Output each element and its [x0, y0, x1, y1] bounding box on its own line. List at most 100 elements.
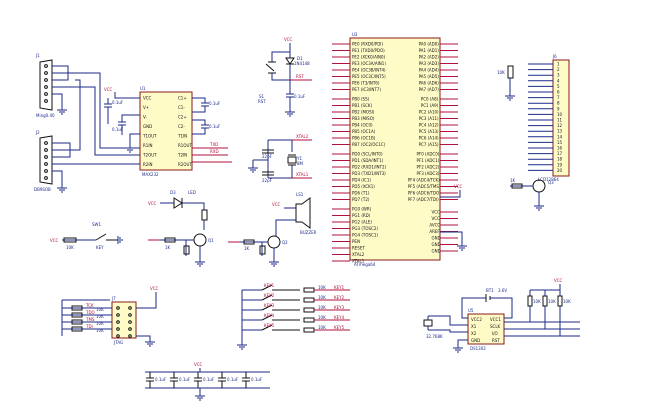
led-indicator-d3[interactable]: VCC D3 LED	[148, 190, 208, 230]
key-switch	[261, 294, 300, 301]
lcd-pin-num: 16	[557, 146, 563, 151]
u3-pin-left: XTAL2	[352, 252, 365, 257]
jtag-ref: J7	[111, 296, 116, 301]
buzzer-ls1[interactable]: VCC LS1 BUZZER	[272, 192, 317, 236]
transistor-q1[interactable]: Q1 1K	[148, 233, 214, 267]
u1-pin-left: GND	[143, 124, 152, 129]
key-label: KEY3	[264, 303, 275, 308]
u3-pin-left: PB5 (OC1A)	[352, 129, 376, 134]
u1-pin-left: V+	[143, 105, 149, 110]
key-label: KEY5	[264, 323, 275, 328]
lcd-pin-num: 5	[557, 84, 560, 89]
u3-pin-left: XTAL1	[352, 259, 365, 264]
u1-pin-right: C1-	[178, 105, 185, 110]
lcd-pin-num: 15	[557, 140, 563, 145]
key-switch	[261, 284, 300, 291]
r-q1: 1K	[165, 245, 171, 250]
j2-name: DB9SOB	[34, 187, 51, 192]
j1-name: Ming0.40	[36, 113, 55, 118]
decoupling-capacitor	[170, 372, 178, 388]
u1-pin-right: C2+	[178, 115, 187, 120]
u3-pin-left: PE6 (T3/INT6)	[352, 81, 380, 86]
j1-ref: J1	[35, 53, 40, 58]
lcd-contrast-pot[interactable]: 10K	[497, 65, 515, 101]
u3-pin-right: PF1 (ADC1)	[417, 158, 440, 163]
u1-pin-left: V-	[143, 115, 148, 120]
jtag-signal-label: TMS	[85, 317, 95, 322]
u3-pin-right: PA6 (AD6)	[419, 81, 440, 86]
u3-pin-right: PF7 (ADC7/TDI)	[408, 197, 439, 202]
transistor-q2[interactable]: Q2 1K	[228, 235, 288, 267]
lcd-pin-num: 19	[557, 162, 563, 167]
db9-connector-j1[interactable]: J1 Ming0.40	[35, 53, 55, 118]
db9-connector-j2[interactable]: J2 DB9SOB	[34, 130, 53, 192]
cap-u1-2: 0.1uF	[112, 127, 124, 132]
atmega64-mcu-u3[interactable]: U3 ATmega64 PE0 (RXD0/PDI)PE1 (TXD0/PDO)…	[332, 32, 458, 267]
u1-pin-right: T2IN	[177, 153, 187, 158]
svg-text:VCC2: VCC2	[471, 317, 482, 322]
lcd-pin-num: 17	[557, 151, 563, 156]
rtc-battery-bt1[interactable]: BT1 3.6V	[461, 288, 513, 319]
jtag-resistor	[71, 312, 83, 318]
u3-pin-right: PA4 (AD4)	[419, 68, 440, 73]
lcd-ref: J6	[552, 54, 557, 59]
jtag-connector-j7[interactable]: J7 JTAG	[111, 296, 137, 345]
u3-pin-left: PG2 (ALE)	[352, 220, 372, 225]
key-net-label: KEY4	[334, 315, 345, 320]
u3-pin-right: PC4 (A12)	[419, 123, 439, 128]
rtc-crystal[interactable]: 32.768K	[423, 315, 468, 339]
key-resistor	[303, 287, 315, 293]
rtc-pullups[interactable]: VCC 10K 10K 10K	[504, 278, 580, 337]
u3-pin-left: PB3 (MISO)	[352, 116, 375, 121]
decoupling-capacitor-value: 0.1uF	[155, 377, 167, 382]
u1-pin-left: R2IN	[143, 162, 153, 167]
reset-circuit[interactable]: VCC S1 RST D1 1N4148 RST 0.1uF	[258, 37, 312, 117]
rtc-ds1302-u5[interactable]: U5 DS1302 VCC2 X1 X2 GND VCC1 SCLK I/O R…	[467, 308, 505, 351]
r-q3: 1K	[510, 178, 516, 183]
key-resistor-value: 10K	[318, 325, 326, 330]
lcd-pin-num: 12	[557, 123, 563, 128]
svg-text:I/O: I/O	[492, 331, 498, 336]
lcd-pin-num: 14	[557, 134, 563, 139]
jtag-resistor-value: 10K	[96, 328, 104, 333]
lcd-connector-j6[interactable]: J6 LCD12864 1234567891011121314151617181…	[528, 54, 570, 182]
cap-xtal-1: 22pF	[262, 154, 273, 159]
svg-text:X1: X1	[471, 324, 477, 329]
u3-pin-right: GND	[432, 249, 441, 254]
u3-pin-left: PB6 (OC1B)	[352, 136, 376, 141]
u3-pin-right: PF6 (ADC6/TDO)	[408, 191, 441, 196]
u3-pin-left: PD1 (SDA/INT1)	[352, 158, 384, 163]
led-ref: D3	[170, 190, 176, 195]
u1-pin-right: R2OUT	[178, 162, 192, 167]
lcd-backlight-transistor-q3[interactable]: Q3 1K	[510, 178, 554, 211]
key-resistor	[303, 307, 315, 313]
u3-pin-right: PC6 (A14)	[419, 136, 439, 141]
cap-u1-3: 0.1uF	[209, 101, 221, 106]
lcd-pin-num: 10	[557, 112, 563, 117]
key-net-label: KEY3	[334, 305, 345, 310]
u3-pin-left: PD3 (TXD1/INT3)	[352, 171, 386, 176]
key-resistor	[303, 317, 315, 323]
sw1-ref: SW1	[92, 222, 101, 227]
q1-ref: Q1	[208, 238, 214, 243]
u3-pin-left: PG0 (WR)	[352, 207, 372, 212]
s1-ref: S1	[259, 94, 265, 99]
y1-ref: Y1	[296, 156, 302, 161]
vcc-label-u1: VCC	[104, 87, 113, 92]
rtc-xtal: 32.768K	[426, 334, 443, 339]
vcc-label-rtc: VCC	[554, 278, 563, 283]
key-switch-sw1[interactable]: VCC 10K SW1 KEY	[50, 222, 123, 250]
svg-text:RST: RST	[492, 338, 500, 343]
xtal2-net-label: XTAL2	[296, 134, 309, 139]
u3-pin-right: PC2 (A10)	[419, 110, 439, 115]
r-rtc-3: 10K	[563, 299, 571, 304]
u3-pin-left: PD0 (SCL/INT0)	[352, 152, 383, 157]
u3-pin-left: PE2 (XCK0/AIN0)	[352, 55, 386, 60]
lcd-pin-num: 8	[557, 101, 560, 106]
u3-pin-right: PC3 (A11)	[419, 116, 439, 121]
crystal-oscillator-y1[interactable]: Y1 8M 22pF 22pF XTAL2 XTAL1	[248, 134, 312, 183]
